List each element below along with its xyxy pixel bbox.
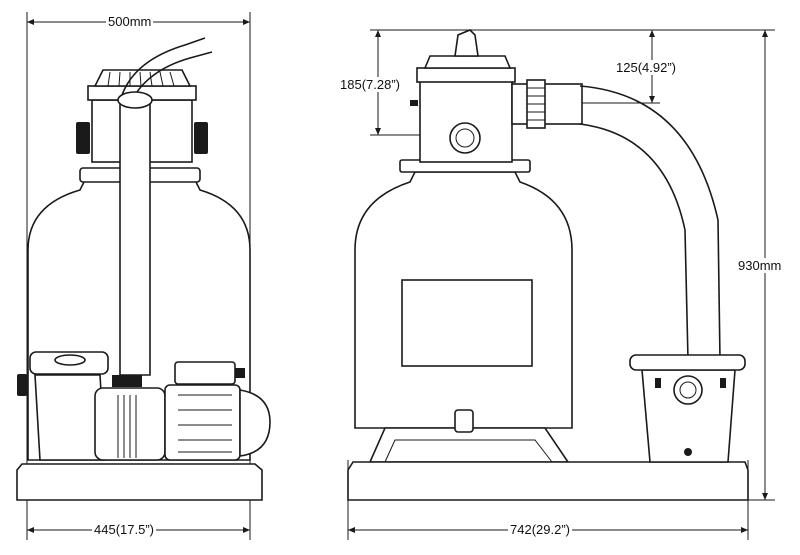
label-pipe-offset: 125(4.92”) bbox=[614, 60, 678, 75]
label-width-bottom: 445(17.5”) bbox=[92, 522, 156, 537]
label-total-height: 930mm bbox=[736, 258, 784, 273]
side-view bbox=[347, 29, 775, 540]
outlet-pipe bbox=[511, 83, 583, 125]
motor-terminal-box bbox=[174, 361, 236, 385]
vertical-pipe bbox=[119, 99, 151, 376]
base-plate-side bbox=[347, 461, 749, 501]
label-valve-height: 185(7.28”) bbox=[338, 77, 402, 92]
valve-handle bbox=[454, 29, 479, 57]
hose bbox=[579, 85, 721, 361]
multiport-valve-side bbox=[419, 79, 513, 163]
valve-handle-cap bbox=[93, 69, 192, 87]
label-plate bbox=[401, 279, 533, 367]
base-plate bbox=[16, 463, 263, 501]
drain-plug bbox=[454, 409, 474, 433]
front-view bbox=[16, 12, 271, 540]
pump-motor bbox=[164, 384, 241, 461]
label-width-top: 500mm bbox=[106, 14, 154, 29]
pump-lid bbox=[629, 354, 746, 371]
hose-top bbox=[121, 37, 206, 96]
label-total-width: 742(29.2”) bbox=[508, 522, 572, 537]
valve-port bbox=[449, 122, 481, 154]
